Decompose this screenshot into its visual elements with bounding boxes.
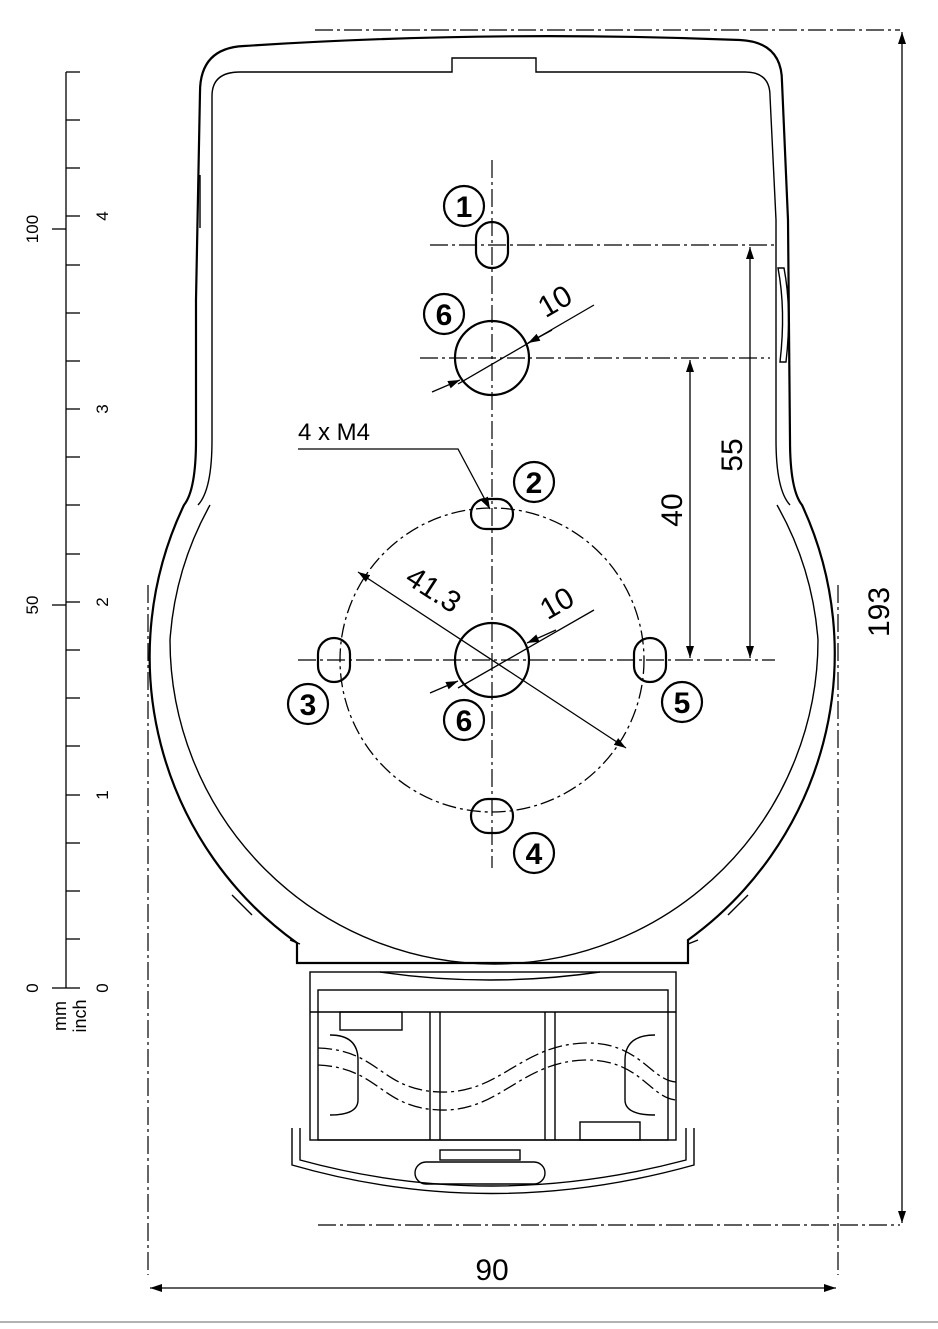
slot-hole-4 xyxy=(469,797,515,835)
center-hole-upper xyxy=(453,319,531,397)
callout-1: 1 xyxy=(456,191,473,224)
callout-6-upper: 6 xyxy=(436,299,453,332)
slot-hole-5 xyxy=(632,636,668,684)
inch-label-2: 2 xyxy=(93,597,112,606)
position-callouts: 1 2 3 4 5 6 6 xyxy=(286,184,704,875)
inch-unit-label: inch xyxy=(70,999,90,1032)
callout-2: 2 xyxy=(526,467,543,500)
mm-label-0: 0 xyxy=(23,983,42,992)
dimension-labels: 193 90 55 40 41.3 10 10 4 x M4 xyxy=(298,279,896,1287)
bolt-circle-label: 41.3 xyxy=(400,560,467,619)
inch-ticks xyxy=(66,71,80,989)
callout-5: 5 xyxy=(674,687,691,720)
housing-outline xyxy=(148,35,836,981)
overall-width-label: 90 xyxy=(475,1254,508,1287)
spacing-short-label: 40 xyxy=(656,493,689,526)
mm-label-100: 100 xyxy=(23,215,42,243)
spacing-long-label: 55 xyxy=(716,438,749,471)
cable xyxy=(317,1042,677,1111)
bolt-circle xyxy=(339,507,645,813)
overall-height-label: 193 xyxy=(863,587,896,637)
thread-callout: 4 x M4 xyxy=(298,419,370,446)
inch-label-3: 3 xyxy=(93,404,112,413)
callout-3: 3 xyxy=(300,689,317,722)
slot-hole-2 xyxy=(469,497,515,531)
hole-dia-center-label: 10 xyxy=(535,581,580,626)
slot-hole-3 xyxy=(316,636,352,684)
scale-ruler: 0 50 100 0 1 2 3 4 mm inch xyxy=(23,71,112,1033)
mm-unit-label: mm xyxy=(50,1001,70,1031)
mm-ticks xyxy=(52,228,66,989)
mm-label-50: 50 xyxy=(23,596,42,615)
dimension-lines xyxy=(150,32,906,1292)
callout-4: 4 xyxy=(526,838,543,871)
callout-6-lower: 6 xyxy=(456,705,473,738)
connector-housing xyxy=(291,971,695,1195)
inch-label-0: 0 xyxy=(93,983,112,992)
inch-label-1: 1 xyxy=(93,790,112,799)
inch-label-4: 4 xyxy=(93,211,112,220)
slot-hole-1 xyxy=(474,220,510,270)
